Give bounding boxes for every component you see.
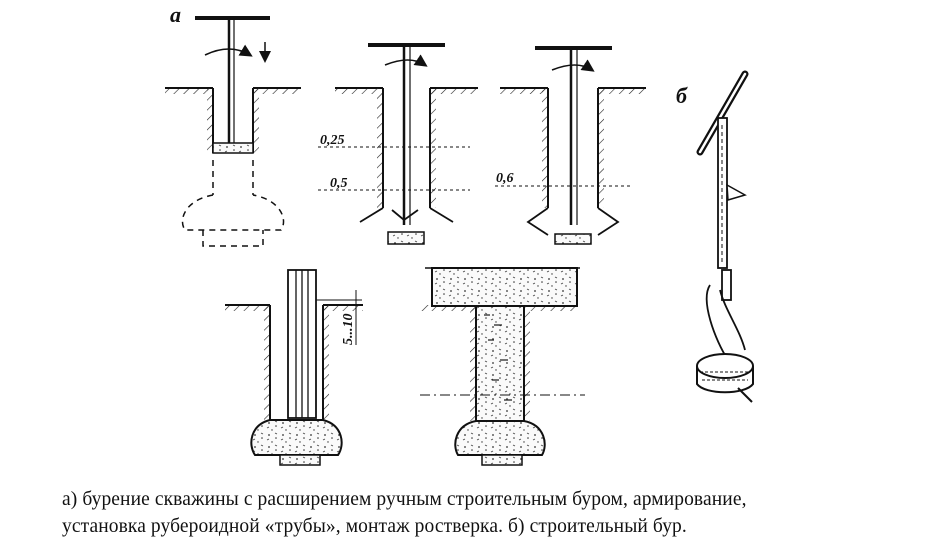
caption-line-2: установка рубероидной «трубы», монтаж ро… [62, 516, 687, 537]
dimension-gap: 5...10 [341, 314, 356, 346]
step-4-reinforcement: 5...10 [225, 269, 363, 466]
construction-drill-illustration [696, 70, 754, 403]
figure-caption: а) бурение скважины с расширением ручным… [62, 486, 912, 540]
step-2-widening: 0,25 0,5 [318, 43, 478, 245]
dimension-0-5: 0,5 [330, 176, 348, 191]
dimension-0-6: 0,6 [496, 171, 514, 186]
pile-installation-diagram: а [165, 2, 754, 466]
step-5-grillage [420, 267, 585, 466]
label-b: б [676, 83, 688, 108]
caption-line-1: а) бурение скважины с расширением ручным… [62, 489, 747, 510]
label-a: а [170, 2, 181, 27]
step-1-drilling [165, 16, 301, 247]
dimension-0-25: 0,25 [320, 133, 345, 148]
step-3-widening: 0,6 [495, 46, 646, 245]
